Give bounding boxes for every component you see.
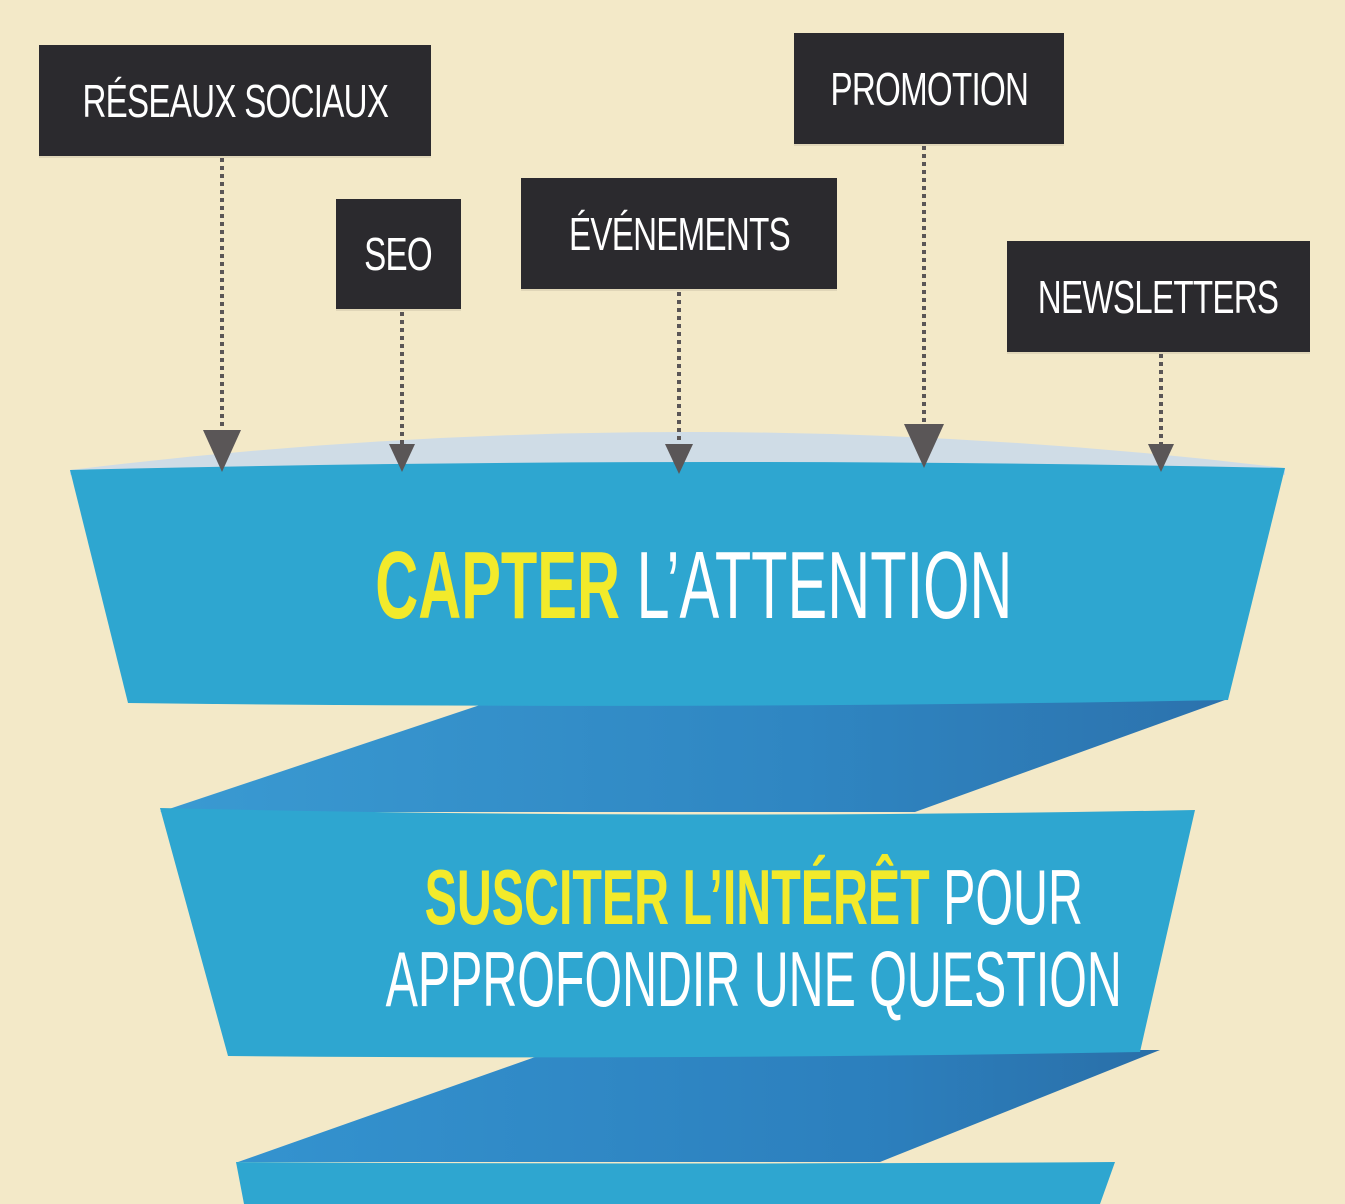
stage-1-highlight: CAPTER bbox=[375, 532, 620, 639]
funnel-stage-1-band bbox=[70, 461, 1285, 706]
source-label-text: SEO bbox=[364, 228, 434, 280]
stage-1-rest: L’ATTENTION bbox=[636, 532, 1013, 639]
source-label-seo: SEO bbox=[336, 199, 461, 309]
arrow-evenements bbox=[665, 292, 693, 474]
source-label-text: ÉVÉNEMENTS bbox=[568, 207, 790, 260]
arrow-reseaux bbox=[203, 158, 241, 472]
source-label-text: PROMOTION bbox=[830, 62, 1028, 115]
source-label-text: RÉSEAUX SOCIAUX bbox=[82, 74, 388, 127]
funnel-twist-1 bbox=[160, 700, 1225, 812]
source-label-promotion: PROMOTION bbox=[794, 33, 1064, 144]
source-label-newsletters: NEWSLETTERS bbox=[1007, 241, 1310, 352]
arrow-seo bbox=[389, 312, 415, 472]
arrow-newsletters bbox=[1148, 354, 1174, 472]
stage-2-title: SUSCITER L’INTÉRÊT POUR APPROFONDIR UNE … bbox=[160, 858, 1190, 1018]
stage-2-rest-line-2: APPROFONDIR UNE QUESTION bbox=[385, 935, 1122, 1023]
stage-2-rest-line-1: POUR bbox=[943, 853, 1083, 941]
stage-1-title: CAPTER L’ATTENTION bbox=[180, 538, 1180, 634]
funnel-stage-2-band bbox=[160, 808, 1195, 1058]
funnel-stage-3-band bbox=[236, 1162, 1115, 1204]
source-label-reseaux-sociaux: RÉSEAUX SOCIAUX bbox=[39, 45, 431, 156]
source-label-evenements: ÉVÉNEMENTS bbox=[521, 178, 837, 289]
stage-2-highlight: SUSCITER L’INTÉRÊT bbox=[424, 853, 930, 941]
source-label-text: NEWSLETTERS bbox=[1038, 270, 1279, 323]
arrow-promotion bbox=[904, 146, 944, 468]
funnel-twist-2 bbox=[238, 1050, 1160, 1162]
